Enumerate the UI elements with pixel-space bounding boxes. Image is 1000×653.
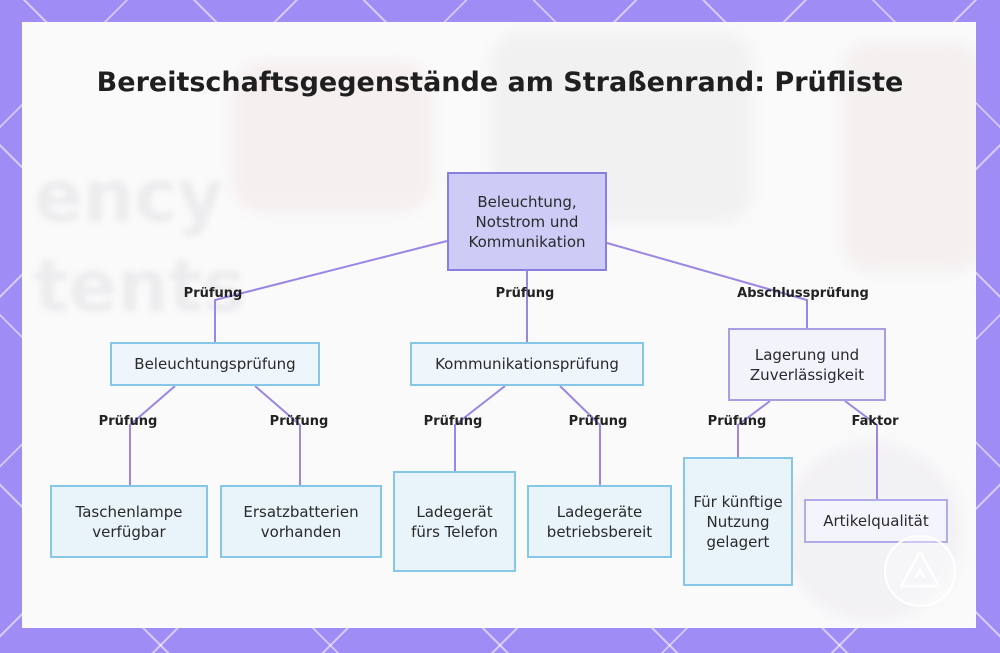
edge-storage-quality [844, 400, 878, 499]
edge-label-root-communication: Prüfung [495, 286, 555, 301]
edge-label-storage-future: Prüfung [707, 414, 767, 429]
diagram-title: Bereitschaftsgegenstände am Straßenrand:… [96, 67, 904, 98]
node-flashlight: Taschenlampe verfügbar [50, 485, 208, 558]
node-stored-future: Für künftige Nutzung gelagert [683, 457, 793, 586]
edge-lighting-flashlight [129, 385, 176, 485]
edge-comm-ready [559, 385, 601, 485]
edge-root-lighting [214, 240, 448, 342]
edge-root-storage [606, 242, 808, 328]
edge-lighting-batteries [254, 385, 301, 485]
node-item-quality: Artikelqualität [804, 499, 948, 543]
triangle-logo-icon [884, 535, 956, 607]
edge-storage-future [737, 400, 771, 457]
edge-label-root-storage: Abschlussprüfung [737, 286, 869, 301]
node-chargers-ready: Ladegeräte betriebsbereit [527, 485, 672, 558]
edge-label-root-lighting: Prüfung [183, 286, 243, 301]
edge-label-comm-ready: Prüfung [568, 414, 628, 429]
node-storage-reliability: Lagerung und Zuverlässigkeit [728, 328, 886, 401]
node-lighting-check: Beleuchtungsprüfung [110, 342, 320, 386]
edge-comm-charger [454, 385, 506, 471]
node-communication-check: Kommunikationsprüfung [410, 342, 644, 386]
edge-label-lighting-flashlight: Prüfung [98, 414, 158, 429]
node-phone-charger: Ladegerät fürs Telefon [393, 471, 516, 572]
edge-label-storage-quality: Faktor [851, 414, 899, 429]
edge-label-lighting-batteries: Prüfung [269, 414, 329, 429]
edge-label-comm-charger: Prüfung [423, 414, 483, 429]
node-spare-batteries: Ersatzbatterien vorhanden [220, 485, 382, 558]
node-root: Beleuchtung, Notstrom und Kommunikation [447, 172, 607, 271]
